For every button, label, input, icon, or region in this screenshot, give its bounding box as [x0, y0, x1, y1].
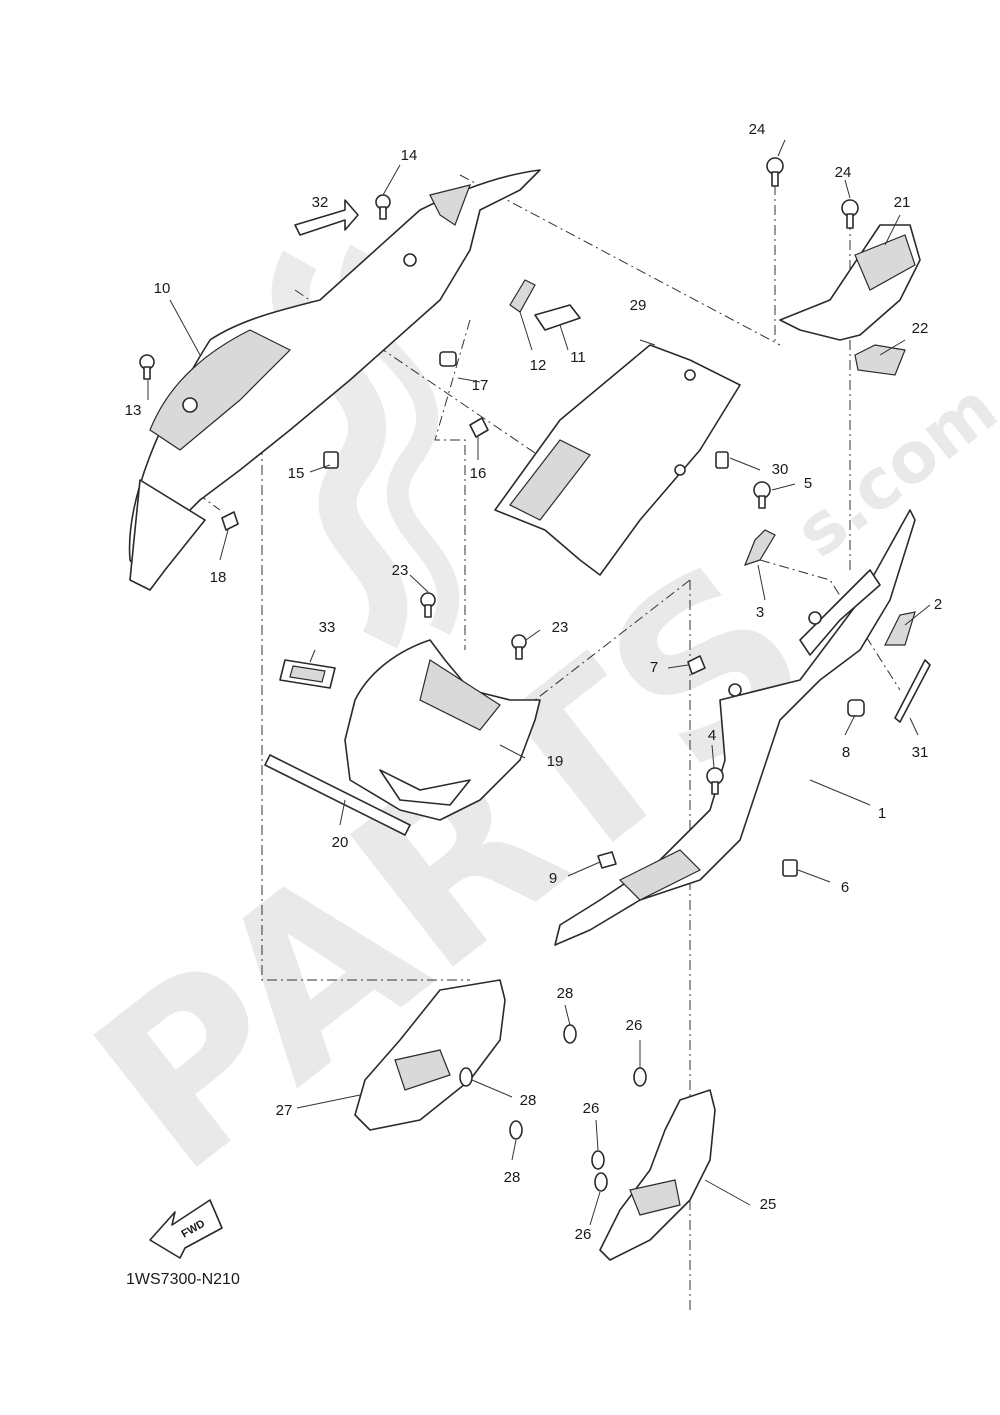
callout-16: 16 [470, 465, 487, 482]
callout-12: 12 [530, 357, 547, 374]
part-19-lower-cowl [344, 639, 541, 821]
align-line-16-19 [434, 319, 471, 650]
part-28a-washer [563, 1024, 577, 1044]
part-5-screw [753, 481, 771, 509]
part-25-lower-panel [599, 1089, 716, 1261]
callout-15: 15 [288, 465, 305, 482]
callout-23a: 23 [392, 562, 409, 579]
part-23b-screw [511, 634, 527, 660]
callout-24b: 24 [835, 164, 852, 181]
part-30-nut [715, 451, 729, 469]
part-15-nut [323, 451, 339, 469]
callout-19: 19 [547, 753, 564, 770]
callout-22: 22 [912, 320, 929, 337]
part-3-bracket [743, 529, 776, 566]
fwd-arrow: FWD [149, 1199, 223, 1259]
callout-32: 32 [312, 194, 329, 211]
callout-18: 18 [210, 569, 227, 586]
part-26b-washer [591, 1150, 605, 1170]
part-20-strip [264, 754, 411, 836]
callout-2: 2 [934, 596, 942, 613]
part-12-strip [509, 279, 536, 313]
callout-28c: 28 [504, 1169, 521, 1186]
part-17-grommet [439, 351, 457, 367]
callouts: 14 32 10 13 15 16 18 17 12 11 29 24 24 2… [125, 121, 943, 1243]
part-10-side-cover [128, 169, 541, 591]
callout-8: 8 [842, 744, 850, 761]
callout-24a: 24 [749, 121, 766, 138]
callout-3: 3 [756, 604, 764, 621]
callout-27: 27 [276, 1102, 293, 1119]
callout-11: 11 [570, 349, 586, 366]
part-1-side-rail [554, 509, 916, 946]
part-32-arrow-sticker [294, 199, 359, 236]
callout-20: 20 [332, 834, 349, 851]
catalog-reference-code: 1WS7300-N210 [126, 1271, 240, 1288]
part-16-clip [469, 417, 489, 438]
part-8-grommet [847, 699, 865, 717]
callout-25: 25 [760, 1196, 777, 1213]
callout-17: 17 [472, 377, 489, 394]
part-27-lower-panel [354, 979, 506, 1131]
part-24a-screw [766, 157, 784, 187]
align-line-10-29 [294, 289, 561, 471]
part-18-clip [221, 511, 239, 531]
align-line-15-27 [261, 445, 470, 981]
callout-21: 21 [894, 194, 911, 211]
callout-26b: 26 [583, 1100, 600, 1117]
part-24b-screw [841, 199, 859, 229]
part-2-pad [884, 611, 916, 646]
align-line-3-31 [759, 559, 901, 691]
callout-14: 14 [401, 147, 418, 164]
fasteners [139, 157, 865, 1192]
align-line-rear-top [459, 174, 781, 346]
callout-31: 31 [912, 744, 929, 761]
callout-29: 29 [630, 297, 647, 314]
leader-lines [147, 139, 931, 1226]
callout-26c: 26 [575, 1226, 592, 1243]
callout-23b: 23 [552, 619, 569, 636]
part-29-center-panel [494, 344, 741, 576]
part-7-clip [687, 655, 706, 675]
callout-4: 4 [708, 727, 716, 744]
callout-10: 10 [154, 280, 171, 297]
watermark-suffix: s.com [780, 367, 1000, 574]
callout-1: 1 [878, 805, 886, 822]
callout-28a: 28 [557, 985, 574, 1002]
callout-7: 7 [650, 659, 658, 676]
part-33-emblem [279, 659, 336, 689]
callout-6: 6 [841, 879, 849, 896]
callout-33: 33 [319, 619, 336, 636]
align-line-23-1 [534, 579, 691, 701]
part-28b-washer [459, 1067, 473, 1087]
part-6-nut [782, 859, 798, 877]
part-31-emblem-strip [894, 659, 931, 723]
callout-5: 5 [804, 475, 812, 492]
part-21-rear-cap [779, 224, 921, 341]
callout-13: 13 [125, 402, 142, 419]
part-14-screw [375, 194, 391, 220]
callout-26a: 26 [626, 1017, 643, 1034]
part-4-screw [706, 767, 724, 795]
callout-28b: 28 [520, 1092, 537, 1109]
part-28c-washer [509, 1120, 523, 1140]
part-9-clip [597, 851, 617, 869]
callout-30: 30 [772, 461, 789, 478]
part-26c-washer [594, 1172, 608, 1192]
part-23a-screw [420, 592, 436, 618]
part-13-screw [139, 354, 155, 380]
part-22-pad [854, 344, 906, 376]
part-11-strip [534, 304, 581, 331]
part-26a-washer [633, 1067, 647, 1087]
callout-9: 9 [549, 870, 557, 887]
